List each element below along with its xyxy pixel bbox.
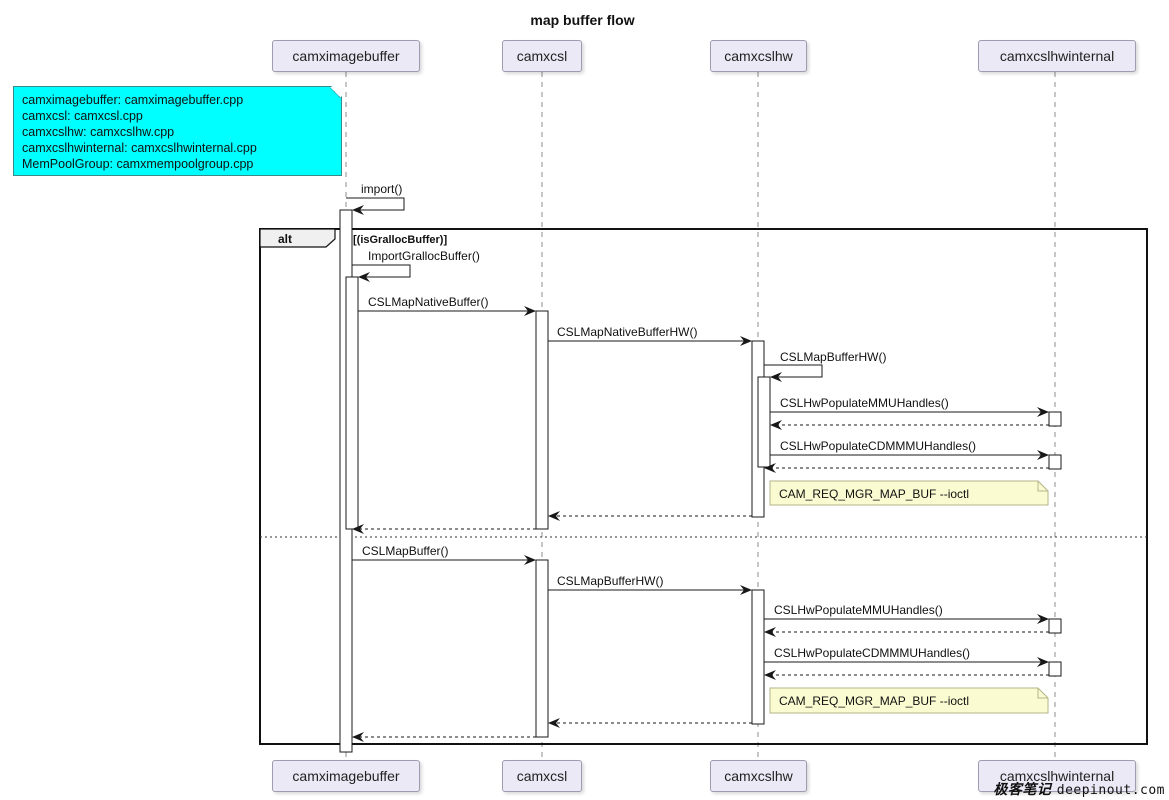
activation-camxcsl-2 [535, 559, 549, 738]
message-import-gralloc [352, 264, 411, 282]
participant-camxcsl-bottom: camxcsl [502, 760, 582, 792]
participant-camxcslhwinternal-bottom: camxcslhwinternal [978, 760, 1136, 792]
note-ioctl-1-fold [1037, 481, 1048, 492]
activation-camxcsl-1 [535, 310, 549, 530]
legend-note-line: camximagebuffer: camximagebuffer.cpp [22, 93, 244, 107]
activation-camxcslhwinternal-1 [1048, 411, 1062, 427]
alt-frame-tab [259, 228, 336, 248]
legend-note-line: camxcslhw: camxcslhw.cpp [22, 125, 175, 139]
note-ioctl-1-text: CAM_REQ_MGR_MAP_BUF --ioctl [779, 487, 969, 501]
alt-keyword: alt [278, 232, 292, 246]
message-import [346, 197, 405, 215]
message-csl-map-native-hw-label: CSLMapNativeBufferHW() [557, 325, 697, 339]
activation-camxcslhwinternal-4 [1048, 661, 1062, 677]
activation-camxcslhwinternal-2 [1048, 454, 1062, 470]
activation-camxcslhw-1-inner [757, 376, 771, 468]
activation-camxcslhwinternal-3 [1048, 618, 1062, 634]
note-fold-corner [330, 87, 341, 98]
message-import-label: import() [361, 182, 402, 196]
message-csl-map-buffer-label: CSLMapBuffer() [362, 544, 448, 558]
participant-camxcslhw-top: camxcslhw [710, 40, 807, 72]
participant-camxcslhw-bottom: camxcslhw [710, 760, 807, 792]
legend-note-line: MemPoolGroup: camxmempoolgroup.cpp [22, 157, 254, 171]
legend-note-line: camxcslhwinternal: camxcslhwinternal.cpp [22, 141, 257, 155]
watermark-cjk: 极客笔记 [993, 782, 1052, 798]
participant-camxcslhwinternal-top: camxcslhwinternal [978, 40, 1136, 72]
message-csl-map-buffer-hw-self [764, 364, 823, 382]
message-populate-cdm-1-label: CSLHwPopulateCDMMMUHandles() [780, 439, 976, 453]
message-populate-cdm-2-label: CSLHwPopulateCDMMMUHandles() [774, 646, 970, 660]
message-csl-map-buffer-hw-self-label: CSLMapBufferHW() [780, 350, 886, 364]
message-csl-map-native-label: CSLMapNativeBuffer() [368, 295, 489, 309]
participant-camximagebuffer-bottom: camximagebuffer [272, 760, 420, 792]
legend-note-line: camxcsl: camxcsl.cpp [22, 109, 143, 123]
note-ioctl-2 [769, 687, 1049, 714]
message-csl-map-buffer-hw-label: CSLMapBufferHW() [557, 574, 663, 588]
activation-camxcslhw-2 [751, 589, 765, 725]
alt-frame [259, 228, 1148, 745]
watermark-domain: deepinout.com [1056, 783, 1165, 798]
activation-camximagebuffer-inner [345, 276, 359, 530]
diagram-title: map buffer flow [530, 12, 635, 28]
note-ioctl-1 [769, 480, 1049, 506]
message-populate-mmu-1-label: CSLHwPopulateMMUHandles() [780, 396, 949, 410]
alt-guard: [(isGrallocBuffer)] [353, 234, 447, 246]
watermark: 极客笔记 deepinout.com [993, 779, 1165, 799]
participant-camxcsl-top: camxcsl [502, 40, 582, 72]
participant-camximagebuffer-top: camximagebuffer [272, 40, 420, 72]
message-import-gralloc-label: ImportGrallocBuffer() [368, 249, 480, 263]
note-ioctl-2-fold [1037, 688, 1048, 699]
note-ioctl-2-text: CAM_REQ_MGR_MAP_BUF --ioctl [779, 694, 969, 708]
message-populate-mmu-2-label: CSLHwPopulateMMUHandles() [774, 603, 943, 617]
legend-note: camximagebuffer: camximagebuffer.cpp cam… [13, 86, 342, 176]
